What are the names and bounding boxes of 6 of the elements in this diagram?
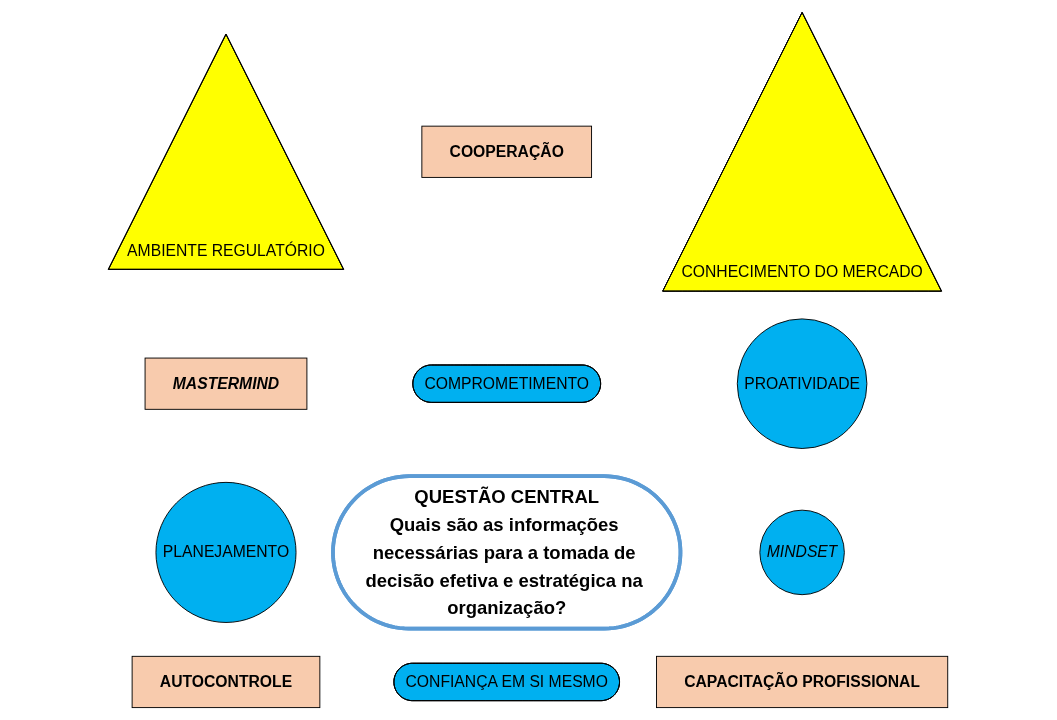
node-circle: PROATIVIDADE (737, 318, 868, 449)
node-box: COOPERAÇÃO (421, 125, 593, 178)
node-box: CAPACITAÇÃO PROFISSIONAL (656, 655, 949, 709)
node-box: MASTERMIND (145, 357, 308, 410)
node-circle: PLANEJAMENTO (155, 481, 297, 623)
node-box: AUTOCONTROLE (132, 655, 321, 709)
